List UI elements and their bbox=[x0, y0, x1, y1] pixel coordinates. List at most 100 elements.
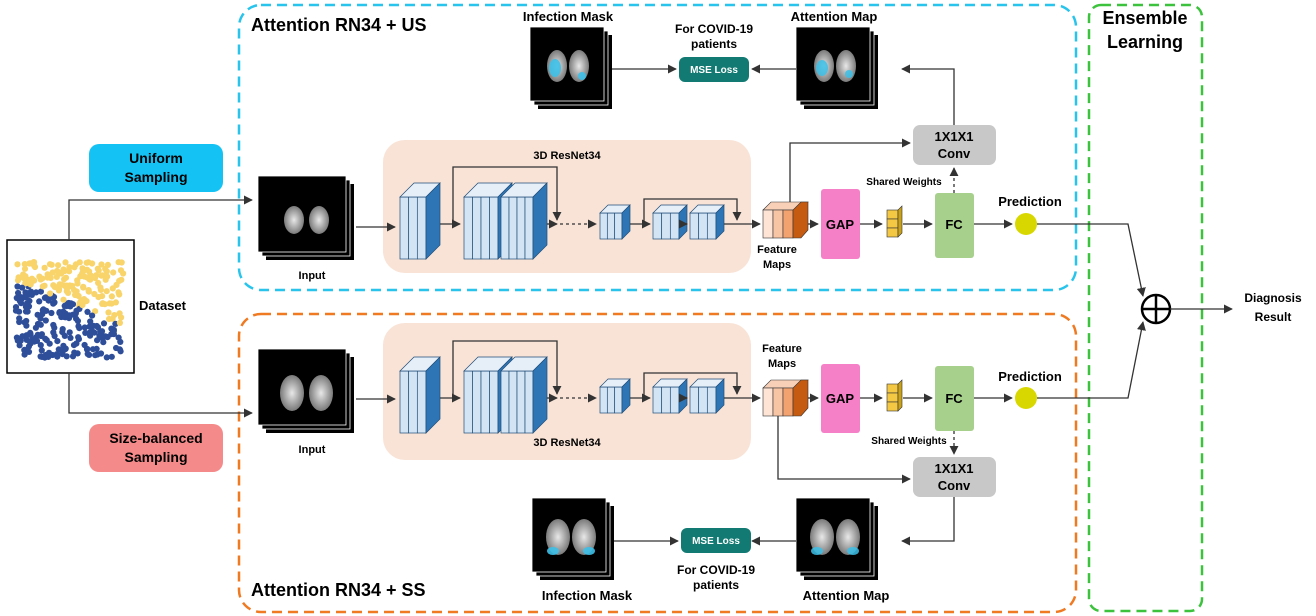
top-feature-maps-label-2: Maps bbox=[763, 259, 791, 271]
resnet-connection-arrow bbox=[452, 166, 562, 224]
bottom-pooled-vector bbox=[886, 379, 903, 412]
dataset-point bbox=[75, 323, 82, 330]
resnet-block-slice bbox=[463, 196, 473, 260]
top-gap-block bbox=[821, 189, 860, 259]
dataset-point bbox=[74, 350, 81, 357]
bottom-input-ct-stack bbox=[257, 348, 354, 433]
resnet-block-slice bbox=[516, 370, 526, 434]
bottom-gap-label: GAP bbox=[826, 391, 855, 406]
bottom-covid-note-1: For COVID-19 bbox=[677, 563, 755, 577]
svg-text:Sampling: Sampling bbox=[124, 449, 187, 465]
dataset-point bbox=[89, 346, 97, 353]
dataset-point bbox=[106, 300, 113, 307]
resnet-block-slice bbox=[516, 196, 526, 260]
dataset-point bbox=[81, 324, 88, 331]
resnet-block-side bbox=[621, 204, 631, 240]
top-infection-mask-label: Infection Mask bbox=[523, 9, 614, 24]
top-input-label: Input bbox=[299, 270, 326, 282]
dataset-point bbox=[91, 329, 98, 336]
top-covid-note-2: patients bbox=[691, 37, 737, 51]
top-fc-block bbox=[935, 193, 974, 258]
diagnosis-label-2: Result bbox=[1255, 310, 1292, 324]
uniform-sampling-box: Uniform Sampling bbox=[89, 144, 223, 192]
dataset-point bbox=[25, 276, 32, 283]
resnet-block-slice bbox=[652, 386, 663, 414]
top-conv-label-1: 1X1X1 bbox=[934, 129, 973, 144]
resnet-block-slice bbox=[399, 196, 410, 260]
dataset-point bbox=[69, 282, 76, 289]
dataset-point bbox=[58, 270, 65, 277]
dataset-to-bottom-input-arrow bbox=[68, 373, 253, 418]
dataset-point bbox=[51, 324, 58, 331]
resnet-block-slice bbox=[661, 212, 671, 240]
dataset-point bbox=[96, 332, 103, 339]
dataset-point bbox=[115, 289, 122, 296]
resnet-block-slice bbox=[661, 386, 671, 414]
resnet-block-slice bbox=[416, 196, 427, 260]
resnet-block-slice bbox=[599, 386, 608, 414]
top-pooled-vector bbox=[886, 205, 903, 238]
dataset-point bbox=[36, 273, 43, 280]
resnet-block-slice bbox=[489, 196, 499, 260]
dataset-point bbox=[102, 276, 109, 283]
dataset-point bbox=[37, 288, 45, 295]
resnet-block-slice bbox=[689, 386, 700, 414]
svg-text:Uniform: Uniform bbox=[129, 150, 183, 166]
resnet-block-slice bbox=[408, 196, 418, 260]
dataset-point bbox=[117, 348, 124, 355]
dataset-point bbox=[111, 312, 118, 319]
bottom-infection-mask-label: Infection Mask bbox=[542, 588, 633, 603]
top-prediction-to-ensemble bbox=[1037, 223, 1146, 297]
top-shared-weights-label: Shared Weights bbox=[866, 177, 942, 188]
dataset-point bbox=[55, 262, 62, 269]
dataset-point bbox=[39, 307, 46, 314]
dataset-point bbox=[53, 273, 60, 280]
dataset-point bbox=[25, 348, 33, 355]
dataset-point bbox=[42, 351, 49, 359]
dataset-point bbox=[44, 274, 51, 281]
dataset-point bbox=[16, 315, 23, 322]
size-balanced-sampling-box: Size-balanced Sampling bbox=[89, 424, 223, 472]
resnet-block-slice bbox=[399, 370, 410, 434]
dataset-point bbox=[41, 264, 48, 271]
svg-text:Sampling: Sampling bbox=[124, 169, 187, 185]
bottom-conv-label-2: Conv bbox=[938, 478, 971, 493]
dataset-point bbox=[74, 317, 81, 325]
dataset-point bbox=[23, 322, 30, 329]
dataset-point bbox=[48, 261, 55, 268]
dataset-point bbox=[85, 259, 92, 266]
top-input-ct-stack bbox=[257, 175, 354, 260]
dataset-point bbox=[22, 303, 29, 310]
top-resnet-label: 3D ResNet34 bbox=[533, 150, 601, 162]
dataset-point bbox=[16, 308, 23, 315]
svg-text:Size-balanced: Size-balanced bbox=[109, 430, 202, 446]
dataset-point bbox=[60, 296, 67, 303]
dataset-point bbox=[27, 340, 34, 347]
dataset-point bbox=[98, 261, 105, 268]
dataset-point bbox=[101, 301, 108, 308]
dataset-point bbox=[14, 261, 21, 268]
dataset-point bbox=[81, 273, 88, 280]
dataset-point bbox=[117, 267, 125, 274]
dataset-point bbox=[92, 352, 99, 359]
dataset-point bbox=[80, 284, 87, 291]
dataset-point bbox=[106, 315, 113, 323]
dataset-point bbox=[23, 336, 30, 343]
resnet-block-slice bbox=[472, 370, 482, 434]
dataset-point bbox=[87, 318, 94, 325]
dataset-point bbox=[22, 308, 30, 315]
dataset-point bbox=[19, 284, 26, 291]
dataset-point bbox=[55, 286, 63, 293]
dataset-point bbox=[112, 299, 119, 306]
bottom-resnet-label: 3D ResNet34 bbox=[533, 437, 601, 449]
top-conv-block bbox=[913, 125, 996, 165]
dataset-point bbox=[65, 299, 72, 307]
ensemble-sum-icon bbox=[1140, 293, 1172, 325]
top-panel-title: Attention RN34 + US bbox=[251, 15, 427, 35]
dataset-scatter bbox=[12, 259, 127, 361]
dataset-point bbox=[95, 267, 102, 274]
dataset-point bbox=[61, 276, 68, 283]
resnet-block-slice bbox=[416, 370, 427, 434]
resnet-block-side bbox=[621, 378, 631, 414]
dataset-point bbox=[49, 269, 56, 276]
